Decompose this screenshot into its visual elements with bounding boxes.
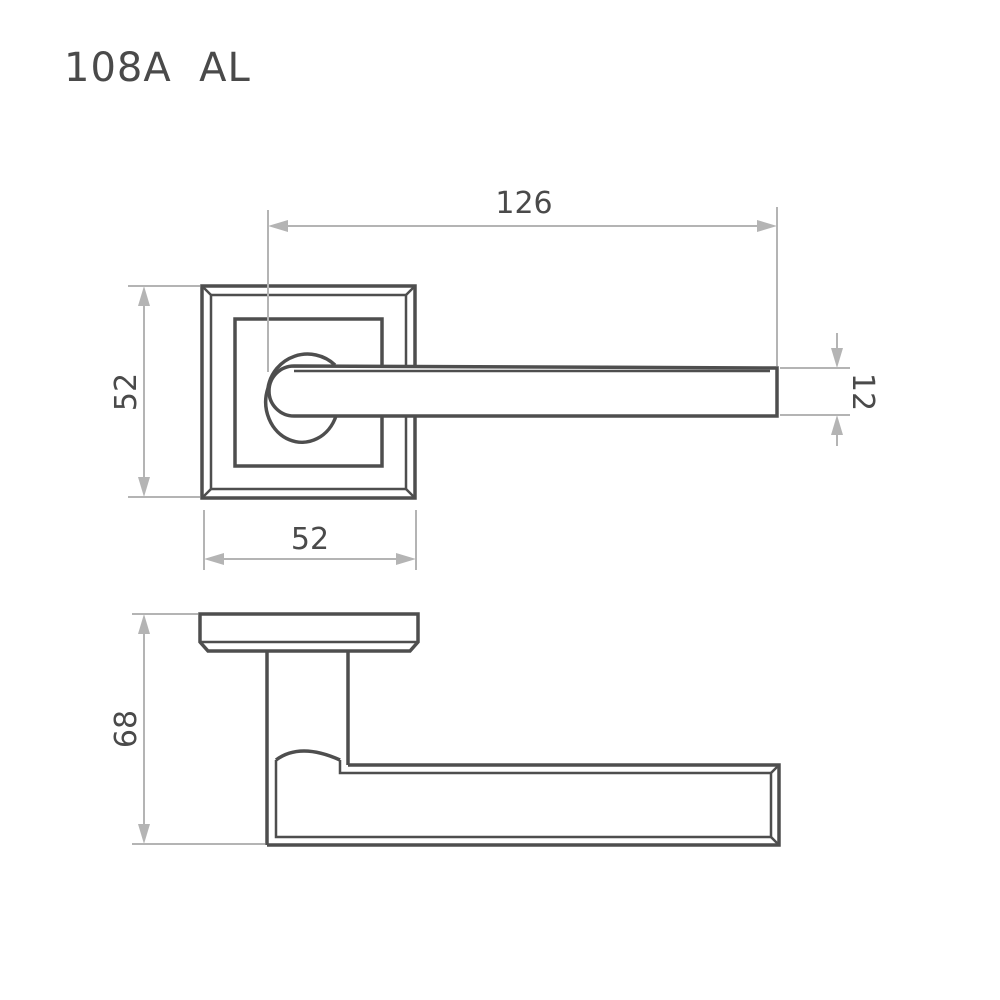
lever-end-bevel-top (770, 764, 780, 774)
arrow-126-left (268, 220, 288, 232)
lever-side-inner (274, 760, 773, 839)
side-view (198, 612, 781, 847)
bevel-corner-tr (405, 285, 416, 296)
lever-side-outline (267, 763, 781, 847)
dimension-rose-height: 52 (109, 285, 200, 498)
arrow-126-right (757, 220, 777, 232)
arrow-12-top (831, 348, 843, 368)
lever-neck-circle (264, 352, 338, 445)
lever-end-bevel-bottom (770, 836, 780, 846)
arrow-68-bottom (138, 824, 150, 844)
dimension-projection: 68 (109, 613, 265, 845)
arrow-12-bottom (831, 415, 843, 435)
dimension-label-52-horizontal: 52 (291, 522, 329, 557)
dimension-label-68: 68 (109, 710, 144, 748)
dimension-label-52-vertical: 52 (109, 373, 144, 411)
lever-bar-front (267, 364, 779, 418)
dimension-handle-length: 126 (267, 186, 778, 372)
rose-plate-side (198, 612, 420, 653)
arrow-52h-left (204, 553, 224, 565)
dimension-rose-width: 52 (203, 510, 417, 570)
arrow-52v-bottom (138, 477, 150, 497)
bevel-corner-br (405, 488, 416, 499)
front-view (200, 284, 779, 500)
dimension-label-126: 126 (495, 186, 552, 221)
model-title: 108A AL (64, 45, 251, 91)
arrow-68-top (138, 614, 150, 634)
neck-dome (274, 749, 341, 762)
dimension-lever-thickness: 12 (780, 333, 880, 446)
bevel-corner-tl (201, 285, 212, 296)
bevel-corner-bl (201, 488, 212, 499)
dimension-label-12: 12 (845, 373, 880, 411)
arrow-52v-top (138, 286, 150, 306)
arrow-52h-right (396, 553, 416, 565)
